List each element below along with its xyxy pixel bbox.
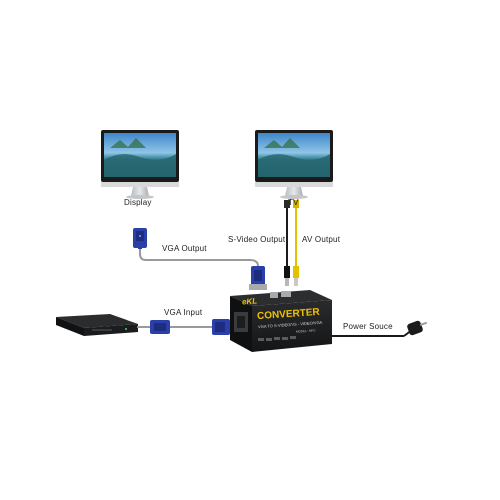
vga-output-connector-icon — [133, 228, 147, 249]
power-source-label: Power Souce — [343, 322, 393, 331]
power-plug-icon — [407, 320, 428, 336]
vga-input-device-connector-icon — [212, 319, 230, 335]
device-brand: eKL — [241, 296, 258, 307]
svideo-output-cable — [284, 200, 290, 286]
vga-input-connector-icon — [150, 320, 170, 334]
dvd-player-icon — [56, 314, 138, 336]
display-monitor-icon — [101, 130, 179, 199]
av-output-cable — [293, 200, 299, 286]
converter-device — [230, 290, 332, 352]
av-output-label: AV Output — [302, 235, 341, 244]
vga-output-device-connector-icon — [249, 266, 267, 290]
vga-input-label: VGA Input — [164, 308, 203, 317]
display-label: Display — [124, 198, 152, 207]
svideo-output-label: S-Video Output — [228, 235, 286, 244]
vga-output-cable — [139, 247, 259, 272]
tv-label: TV — [288, 198, 299, 207]
tv-monitor-icon — [255, 130, 333, 199]
vga-output-label: VGA Output — [162, 244, 207, 253]
